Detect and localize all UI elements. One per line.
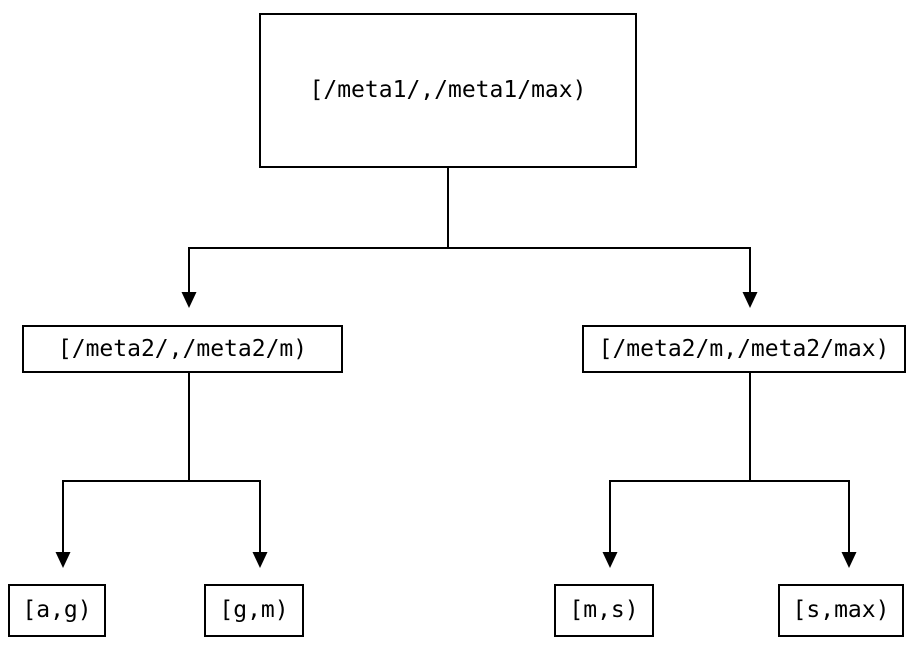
- arrowhead-to-gm: [252, 552, 268, 568]
- node-leaf-gm-label: [g,m): [219, 597, 289, 623]
- node-meta2-right-label: [/meta2/m,/meta2/max): [598, 335, 890, 362]
- node-leaf-ag: [a,g): [8, 584, 106, 637]
- node-meta2-right: [/meta2/m,/meta2/max): [582, 325, 906, 373]
- arrowhead-to-ms: [602, 552, 618, 568]
- node-leaf-ms-label: [m,s): [569, 597, 639, 623]
- node-leaf-gm: [g,m): [204, 584, 304, 637]
- arrowhead-to-ag: [55, 552, 71, 568]
- arrowhead-to-smax: [841, 552, 857, 568]
- node-leaf-smax-label: [s,max): [792, 597, 890, 623]
- node-leaf-ag-label: [a,g): [22, 597, 92, 623]
- arrowhead-to-midleft: [181, 292, 197, 308]
- node-root-label: [/meta1/,/meta1/max): [309, 77, 587, 103]
- node-root: [/meta1/,/meta1/max): [259, 13, 637, 168]
- node-meta2-left-label: [/meta2/,/meta2/m): [57, 335, 308, 362]
- node-meta2-left: [/meta2/,/meta2/m): [22, 325, 343, 373]
- arrowhead-to-midright: [742, 292, 758, 308]
- node-leaf-ms: [m,s): [554, 584, 654, 637]
- node-leaf-smax: [s,max): [778, 584, 904, 637]
